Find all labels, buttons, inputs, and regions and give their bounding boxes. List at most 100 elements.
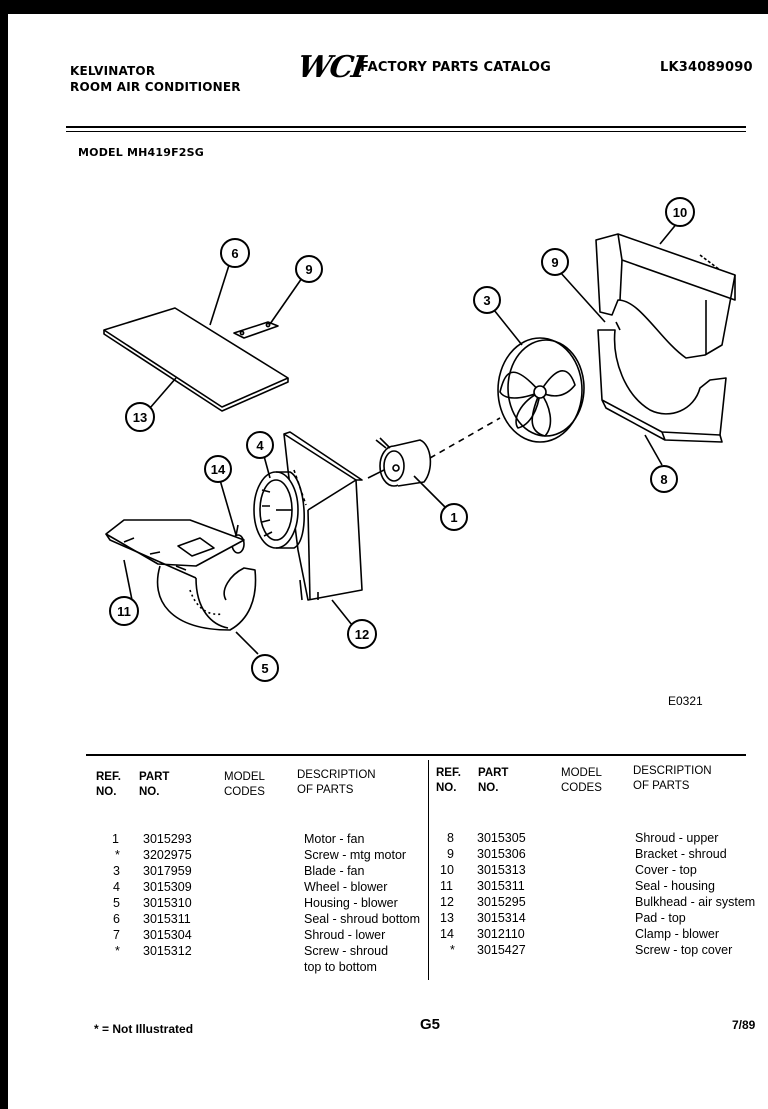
- part-number: 3015311: [477, 879, 525, 893]
- part-blower-wheel-shape: [253, 471, 305, 549]
- part-description: Bulkhead - air system: [635, 895, 756, 909]
- part-description: Cover - top: [635, 863, 697, 877]
- ref-number: 8: [447, 831, 454, 845]
- callout-13: 13: [125, 402, 155, 432]
- table-divider: [428, 760, 429, 980]
- part-housing-blower-shape: [105, 519, 257, 631]
- catalog-number: LK34089090: [660, 60, 753, 75]
- part-number: 3015304: [143, 928, 192, 942]
- part-shroud-upper-shape: [595, 233, 736, 359]
- part-bracket-shroud-shape: [233, 321, 279, 339]
- part-number: 3015310: [143, 896, 192, 910]
- part-description: Seal - shroud bottom: [304, 912, 421, 926]
- part-motor-fan-shape: [367, 437, 432, 487]
- callout-3: 3: [473, 286, 501, 314]
- ref-number: 3: [113, 864, 120, 878]
- part-description: Clamp - blower: [635, 927, 720, 941]
- table-top-rule: [86, 754, 746, 756]
- svg-text:14: 14: [211, 462, 226, 477]
- part-number: 3202975: [143, 848, 192, 862]
- svg-text:1: 1: [450, 510, 457, 525]
- svg-text:9: 9: [551, 255, 558, 270]
- catalog-title: FACTORY PARTS CATALOG: [360, 60, 551, 75]
- part-description: Wheel - blower: [304, 880, 388, 894]
- callout-8: 10: [665, 197, 695, 227]
- callout-12: 12: [347, 619, 377, 649]
- part-fan-blade-shape: [497, 337, 585, 443]
- callout-5: 5: [251, 654, 279, 682]
- svg-text:9: 9: [305, 262, 312, 277]
- callout-7: 9: [541, 248, 569, 276]
- part-number: 3015427: [477, 943, 526, 957]
- col-header-ref-left: REF.NO.: [96, 771, 121, 798]
- part-shroud-lower-shape: [597, 321, 727, 443]
- part-number: 3015305: [477, 831, 526, 845]
- part-description: Bracket - shroud: [635, 847, 727, 861]
- part-number: 3015306: [477, 847, 526, 861]
- svg-text:11: 11: [117, 604, 131, 619]
- part-description: Shroud - lower: [304, 928, 386, 942]
- not-illustrated-note: * = Not Illustrated: [94, 1022, 194, 1036]
- part-description: top to bottom: [304, 960, 377, 974]
- part-number: 3015311: [143, 912, 191, 926]
- part-pad-top-shape: [103, 307, 289, 412]
- callout-1: 1: [440, 503, 468, 531]
- header-rule: [66, 126, 746, 128]
- part-description: Shroud - upper: [635, 831, 719, 845]
- model-label: MODEL MH419F2SG: [78, 146, 205, 159]
- date-code: 7/89: [732, 1018, 756, 1032]
- part-number: 3015309: [143, 880, 192, 894]
- part-description: Housing - blower: [304, 896, 398, 910]
- callout-4: 4: [246, 431, 274, 459]
- ref-number: 7: [113, 928, 120, 942]
- col-header-ref-right: REF.NO.: [436, 767, 461, 794]
- svg-text:13: 13: [133, 410, 147, 425]
- part-bulkhead-shape: [283, 431, 363, 601]
- brand-name: KELVINATOR: [70, 64, 156, 78]
- ref-number: *: [450, 943, 455, 957]
- part-number: 3015314: [477, 911, 526, 925]
- svg-text:12: 12: [355, 627, 369, 642]
- svg-text:8: 8: [660, 472, 667, 487]
- ref-number: 14: [440, 927, 454, 941]
- svg-text:4: 4: [256, 438, 264, 453]
- callout-14: 14: [204, 455, 232, 483]
- callout-11: 11: [109, 596, 139, 626]
- ref-number: 4: [113, 880, 120, 894]
- ref-number: 10: [440, 863, 454, 877]
- ref-number: 5: [113, 896, 120, 910]
- ref-number: *: [115, 848, 120, 862]
- svg-text:5: 5: [261, 661, 268, 676]
- header-rule-thin: [66, 131, 746, 132]
- part-description: Seal - housing: [635, 879, 715, 893]
- part-number: 3015312: [143, 944, 192, 958]
- catalog-page: [8, 14, 768, 1109]
- part-description: Pad - top: [635, 911, 686, 925]
- table-row: 1: [112, 832, 119, 846]
- product-name: ROOM AIR CONDITIONER: [70, 80, 241, 94]
- part-number: 3015295: [477, 895, 526, 909]
- svg-text:3: 3: [483, 293, 490, 308]
- part-description: Blade - fan: [304, 864, 365, 878]
- part-description: Screw - top cover: [635, 943, 733, 957]
- exploded-parts-diagram: 6 9 13 10 9 3 8 1 4 14 11 12 5: [103, 197, 736, 682]
- callout-6: 8: [650, 465, 678, 493]
- ref-number: *: [115, 944, 120, 958]
- callout-10: 6: [220, 238, 250, 268]
- ref-number: 12: [440, 895, 454, 909]
- svg-text:6: 6: [231, 246, 238, 261]
- ref-number: 9: [447, 847, 454, 861]
- ref-number: 6: [113, 912, 120, 926]
- page-number: G5: [420, 1016, 441, 1033]
- part-description: Motor - fan: [304, 832, 365, 846]
- part-number: 3017959: [143, 864, 192, 878]
- figure-code: E0321: [668, 694, 703, 708]
- ref-number: 11: [440, 879, 453, 893]
- part-description: Screw - mtg motor: [304, 848, 407, 862]
- part-description: Screw - shroud: [304, 944, 389, 958]
